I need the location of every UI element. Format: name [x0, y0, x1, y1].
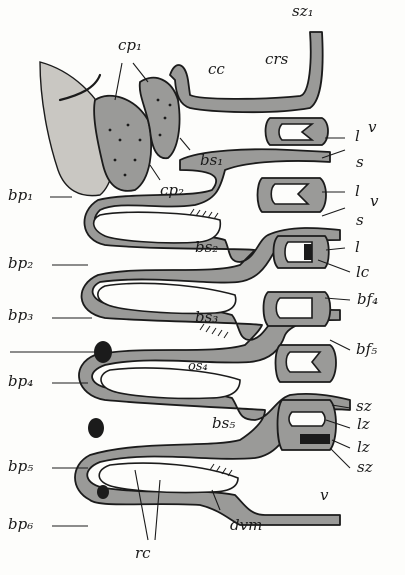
label-s-1: s: [356, 153, 364, 171]
label-cp2: cp₂: [160, 181, 184, 199]
label-bs2: bs₂: [195, 238, 218, 256]
arch-spot-1: [94, 341, 112, 363]
label-v-2: v: [370, 192, 379, 210]
label-sz1: sz₁: [292, 2, 314, 20]
cerebral-cavity-wall: [170, 32, 323, 112]
section-lz: [278, 400, 337, 450]
label-bf5: bf₅: [356, 340, 377, 358]
label-bp2: bp₂: [8, 254, 33, 272]
label-bp1: bp₁: [8, 186, 33, 204]
label-sz-2: sz: [357, 458, 373, 476]
label-lz-2: lz: [357, 438, 370, 456]
label-l-2: l: [355, 182, 360, 200]
label-bp5: bp₅: [8, 457, 33, 475]
label-l-1: l: [355, 127, 360, 145]
label-lc: lc: [356, 263, 370, 281]
gill-cavity-4: [101, 368, 240, 398]
label-crs: crs: [265, 50, 289, 68]
section-lc: [264, 292, 331, 326]
label-v-1: v: [368, 118, 377, 136]
section-bf5: [276, 345, 337, 382]
label-cc: cc: [208, 60, 225, 78]
label-bf4: bf₄: [357, 290, 378, 308]
label-sz: sz: [356, 397, 372, 415]
label-bp4: bp₄: [8, 372, 33, 390]
label-cp1: cp₁: [118, 36, 142, 54]
label-dvm: dvm: [230, 516, 262, 534]
label-bs1: bs₁: [200, 151, 223, 169]
label-v-bottom: v: [320, 486, 329, 504]
label-bs5: bs₅: [212, 414, 235, 432]
label-bp6: bp₆: [8, 515, 33, 533]
label-lz-1: lz: [357, 415, 370, 433]
section-l-2: [258, 178, 327, 212]
label-rc: rc: [135, 544, 151, 562]
section-l-1: [266, 118, 329, 145]
label-bp3: bp₃: [8, 306, 33, 324]
arch-spot-2: [88, 418, 104, 438]
label-s-2: s: [356, 211, 364, 229]
section-l-3: [274, 236, 329, 268]
dark-bar-l3: [304, 244, 312, 260]
label-l-3: l: [355, 238, 360, 256]
label-bs3: bs₃: [195, 308, 218, 326]
arch-spot-3: [97, 485, 109, 499]
gill-cavity-5: [99, 463, 238, 492]
label-os4: os₄: [188, 359, 208, 374]
